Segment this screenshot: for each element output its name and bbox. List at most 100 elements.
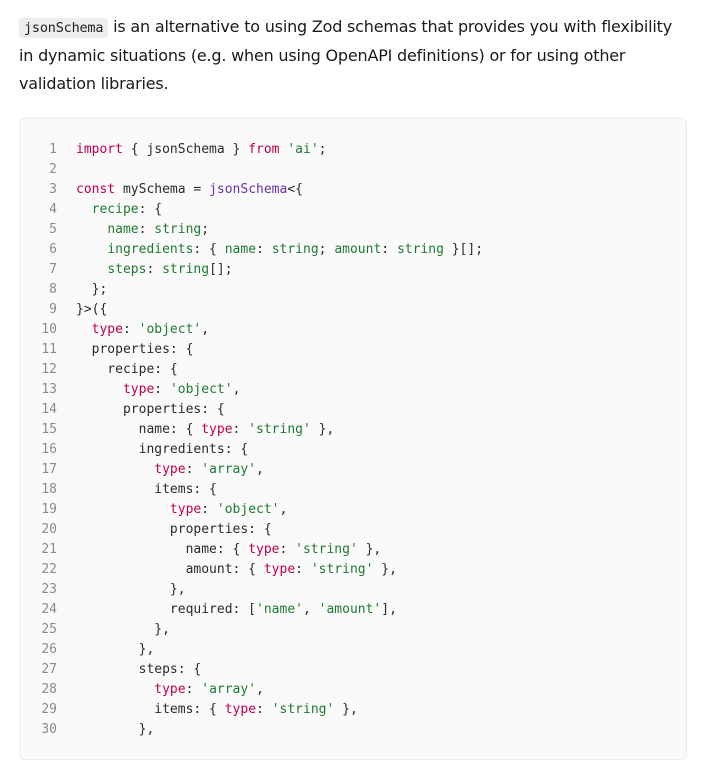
code-text: steps: { [57,660,202,680]
code-line: 16 ingredients: { [20,440,483,460]
code-token: }, [310,422,335,437]
line-number: 18 [41,482,57,497]
code-token [76,382,123,397]
inline-code-jsonschema: jsonSchema [19,18,109,38]
code-token: : [185,682,202,697]
code-token: }>({ [76,302,108,317]
code-token: : [185,462,202,477]
intro-paragraph: jsonSchema is an alternative to using Zo… [19,13,679,98]
code-token: ; [201,222,210,237]
code-token: : [146,262,163,277]
code-token: { jsonSchema } [122,142,249,157]
line-number: 20 [41,522,57,537]
code-token: []; [209,262,233,277]
line-number: 4 [49,202,57,217]
code-line: 17 type: 'array', [20,460,483,480]
code-token: steps: { [76,662,202,677]
code-token: 'ai' [287,142,319,157]
code-text: name: { type: 'string' }, [57,540,382,560]
code-token: properties: { [76,342,194,357]
code-text: amount: { type: 'string' }, [57,560,397,580]
code-line: 20 properties: { [20,520,483,540]
code-line: 30 }, [20,720,483,740]
code-text: }; [57,280,108,300]
code-token: : [256,702,272,717]
code-line: 21 name: { type: 'string' }, [20,540,483,560]
code-token: name: { [76,542,249,557]
code-token: 'string' [271,702,335,717]
code-text: type: 'object', [57,320,209,340]
code-token: : [138,222,155,237]
code-line: 24 required: ['name', 'amount'], [20,600,483,620]
code-token: }, [76,622,170,637]
code-token: , [279,502,288,517]
code-text: type: 'array', [57,680,264,700]
code-token: , [232,382,241,397]
code-token: amount: { [76,562,264,577]
code-line: 23 }, [20,580,483,600]
code-token: }[]; [443,242,484,257]
code-line: 19 type: 'object', [20,500,483,520]
code-token: 'string' [295,542,358,557]
code-text: ingredients: { name: string; amount: str… [57,240,483,260]
code-text: }, [57,580,186,600]
code-token: : [256,242,272,257]
code-token: : [381,242,397,257]
code-token: }, [76,582,186,597]
code-line: 25 }, [20,620,483,640]
code-token: : [154,382,170,397]
code-token: : [279,542,296,557]
code-line: 29 items: { type: 'string' }, [20,700,483,720]
code-line: 14 properties: { [20,400,483,420]
code-token: items: { [76,702,225,717]
code-text: properties: { [57,520,272,540]
code-line: 8 }; [20,280,483,300]
line-number: 1 [49,142,57,157]
code-token: , [256,462,264,477]
code-text: type: 'object', [57,500,287,520]
code-text: }, [57,720,155,740]
code-token: name: { [76,422,202,437]
code-token: const [76,182,116,197]
code-text: }, [57,640,155,660]
code-token: : { [138,202,163,217]
line-number: 25 [41,622,57,637]
code-token: }, [334,702,358,717]
line-number: 10 [41,322,57,337]
code-token: , [256,682,264,697]
line-number: 24 [41,602,57,617]
code-line: 6 ingredients: { name: string; amount: s… [20,240,483,260]
code-line: 9}>({ [20,300,483,320]
code-text: recipe: { [57,200,162,220]
code-text: type: 'array', [57,460,264,480]
line-number: 23 [41,582,57,597]
code-text: properties: { [57,400,225,420]
intro-text: is an alternative to using Zod schemas t… [19,17,672,93]
code-token: : { [193,242,225,257]
code-token: ingredients: { [76,442,249,457]
line-number: 14 [41,402,57,417]
code-token: 'array' [201,682,257,697]
code-token: 'string' [248,422,311,437]
code-token: type [169,502,202,517]
code-token: string [271,242,319,257]
code-line: 28 type: 'array', [20,680,483,700]
code-line: 4 recipe: { [20,200,483,220]
code-line: 10 type: 'object', [20,320,483,340]
code-text [57,160,76,180]
line-number: 17 [41,462,57,477]
code-token [76,262,107,277]
code-token: import [76,142,123,157]
line-number: 21 [41,542,57,557]
code-line: 27 steps: { [20,660,483,680]
code-token: properties: { [76,522,272,537]
code-token: ; [318,142,327,157]
line-number: 16 [41,442,57,457]
code-token: recipe [91,202,139,217]
code-token: string [162,262,210,277]
code-token: }, [357,542,382,557]
code-token: jsonSchema [209,182,288,197]
code-token: amount [334,242,382,257]
